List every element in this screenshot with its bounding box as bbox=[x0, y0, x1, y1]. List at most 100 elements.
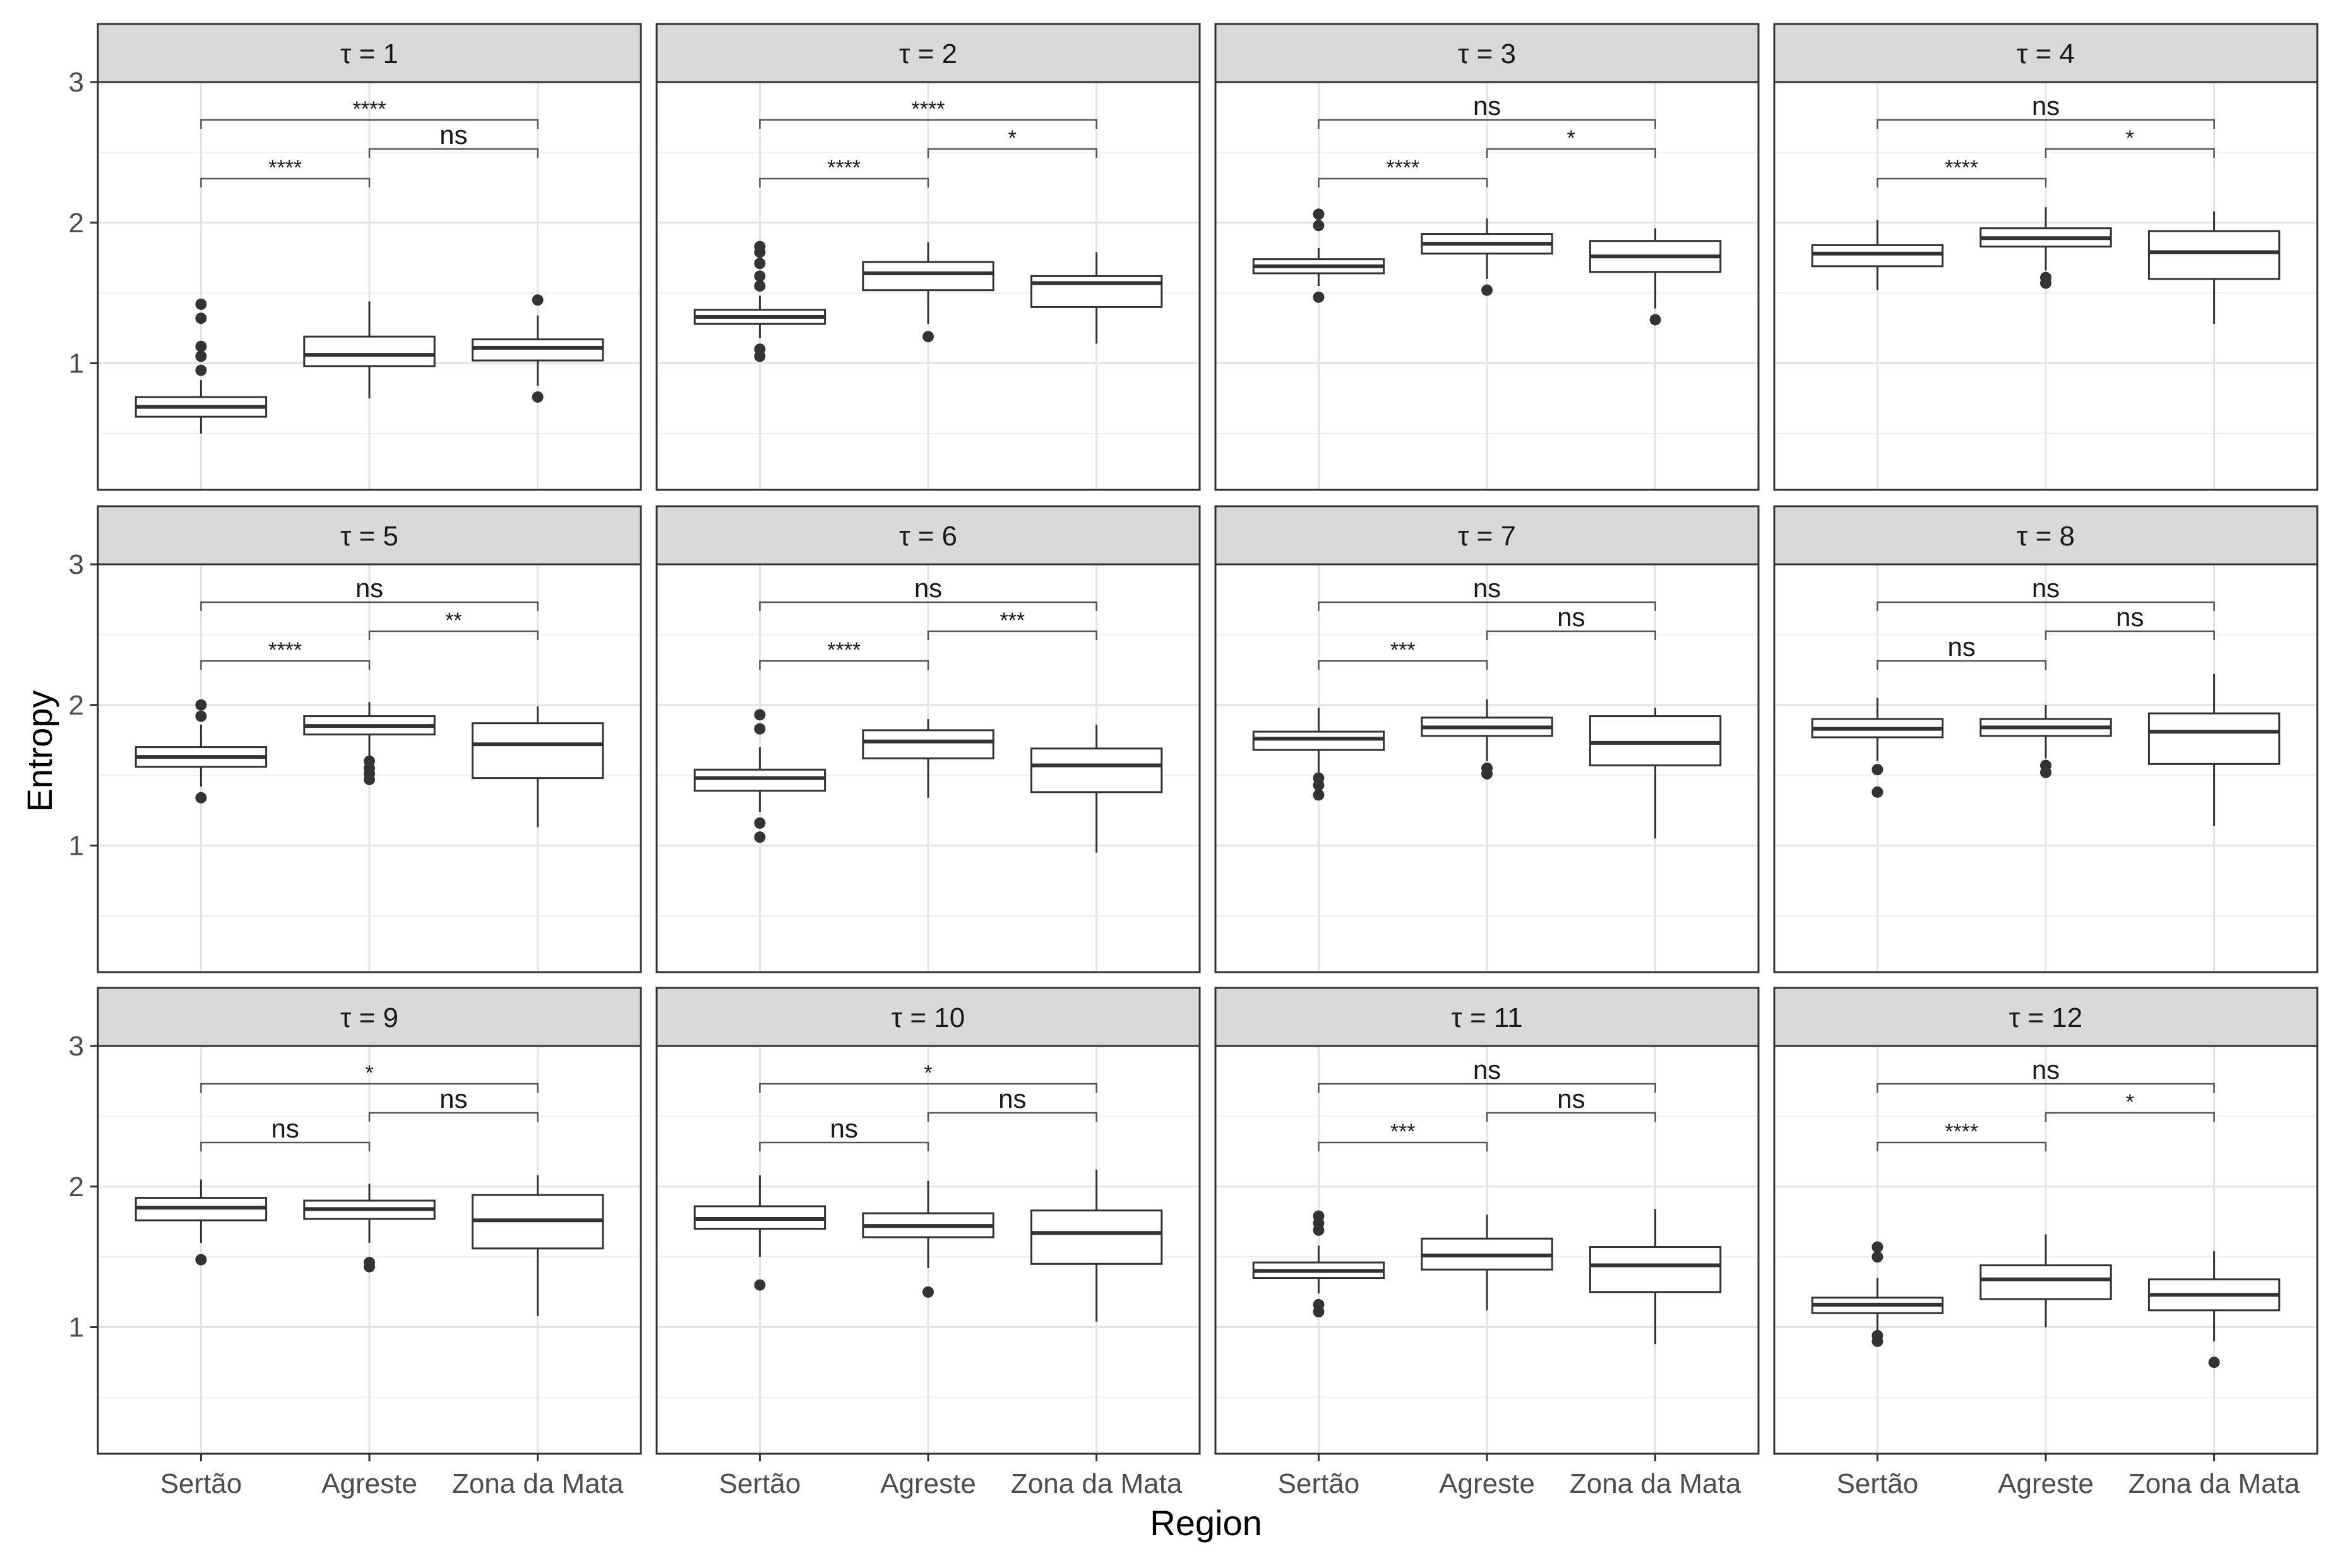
significance-bracket: ns bbox=[759, 573, 1097, 611]
facet-panel-3: τ = 3*****ns bbox=[1214, 23, 1760, 491]
outlier-point bbox=[754, 343, 766, 355]
bracket-label: ns bbox=[439, 120, 467, 150]
significance-bracket: * bbox=[2045, 1090, 2215, 1122]
bracket-line bbox=[759, 1083, 1097, 1093]
significance-bracket: ns bbox=[1877, 632, 2047, 670]
box-agreste bbox=[1979, 704, 2112, 778]
outlier-point bbox=[754, 831, 766, 843]
bracket-line bbox=[759, 177, 929, 187]
outlier-point bbox=[1871, 1241, 1883, 1253]
outlier-point bbox=[754, 817, 766, 829]
bracket-label: * bbox=[1008, 126, 1017, 150]
box-sert-o bbox=[1252, 1210, 1385, 1318]
iqr-box bbox=[1589, 1246, 1722, 1293]
bracket-line bbox=[1486, 148, 1656, 158]
box-zona-da-mata bbox=[2147, 1251, 2281, 1369]
bracket-line bbox=[1318, 1083, 1656, 1093]
outlier-point bbox=[754, 258, 766, 270]
outlier-point bbox=[195, 298, 207, 310]
box-agreste bbox=[1421, 218, 1553, 296]
x-tick-label: Zona da Mata bbox=[2128, 1468, 2300, 1499]
box-sert-o bbox=[693, 241, 827, 362]
bracket-line bbox=[200, 119, 539, 129]
box-sert-o bbox=[693, 1175, 827, 1291]
bracket-line bbox=[1877, 1083, 2215, 1093]
bracket-label: *** bbox=[1000, 609, 1025, 633]
iqr-box bbox=[1030, 1209, 1163, 1265]
panel-border bbox=[1214, 81, 1760, 491]
box-sert-o bbox=[693, 709, 827, 843]
bracket-label: ns bbox=[1473, 573, 1501, 603]
significance-bracket: ns bbox=[200, 573, 539, 611]
significance-bracket: ns bbox=[1877, 91, 2215, 129]
bracket-label: ns bbox=[1473, 91, 1501, 121]
bracket-line bbox=[1877, 660, 2047, 670]
iqr-box bbox=[1030, 275, 1163, 308]
outlier-point bbox=[754, 280, 766, 292]
bracket-line bbox=[368, 1112, 539, 1122]
facet-panel-1: τ = 1****ns****123 bbox=[69, 23, 642, 491]
bracket-label: **** bbox=[1386, 156, 1419, 180]
box-sert-o bbox=[1252, 708, 1385, 801]
x-tick-label: Zona da Mata bbox=[1570, 1468, 1741, 1499]
significance-bracket: ns bbox=[368, 120, 539, 158]
bracket-label: * bbox=[924, 1061, 932, 1085]
panel-border bbox=[97, 563, 642, 973]
significance-bracket: * bbox=[2045, 126, 2215, 158]
box-zona-da-mata bbox=[2147, 211, 2281, 324]
outlier-point bbox=[754, 1279, 766, 1291]
x-tick-label: Agreste bbox=[321, 1468, 417, 1499]
bracket-label: * bbox=[365, 1061, 373, 1085]
facet-strip bbox=[655, 505, 1201, 566]
box-agreste bbox=[1421, 1215, 1553, 1310]
iqr-box bbox=[1252, 730, 1385, 751]
facet-strip bbox=[1214, 23, 1760, 83]
bracket-label: ns bbox=[355, 573, 383, 603]
outlier-point bbox=[1649, 314, 1661, 326]
bracket-line bbox=[1877, 177, 2047, 187]
significance-bracket: * bbox=[200, 1061, 539, 1093]
facet-strip-label: τ = 2 bbox=[899, 39, 957, 69]
box-agreste bbox=[303, 702, 436, 785]
iqr-box bbox=[862, 261, 994, 292]
outlier-point bbox=[1481, 763, 1493, 774]
bracket-label: ns bbox=[1557, 1084, 1585, 1114]
bracket-line bbox=[1486, 1112, 1656, 1122]
bracket-label: ns bbox=[1473, 1055, 1501, 1084]
x-tick-label: Sertão bbox=[160, 1468, 242, 1499]
outlier-point bbox=[532, 294, 544, 306]
significance-bracket: ns bbox=[1318, 1055, 1656, 1093]
significance-bracket: ns bbox=[1318, 573, 1656, 611]
bracket-label: ns bbox=[272, 1114, 299, 1143]
significance-bracket: ns bbox=[368, 1084, 539, 1122]
outlier-point bbox=[1313, 772, 1325, 784]
bracket-line bbox=[1318, 601, 1656, 611]
outlier-point bbox=[195, 350, 207, 362]
facet-strip-label: τ = 12 bbox=[2009, 1002, 2082, 1033]
significance-bracket: **** bbox=[759, 156, 929, 187]
x-tick-label: Sertão bbox=[719, 1468, 801, 1499]
significance-bracket: ** bbox=[368, 609, 539, 640]
box-zona-da-mata bbox=[1030, 1170, 1163, 1322]
significance-bracket: ns bbox=[200, 1114, 371, 1151]
bracket-line bbox=[368, 148, 539, 158]
significance-bracket: **** bbox=[1877, 1120, 2047, 1151]
outlier-point bbox=[1313, 291, 1325, 303]
outlier-point bbox=[364, 1257, 375, 1269]
x-tick-label: Agreste bbox=[880, 1468, 976, 1499]
y-tick-label: 1 bbox=[69, 831, 84, 862]
outlier-point bbox=[195, 792, 207, 804]
facet-strip-label: τ = 1 bbox=[340, 39, 398, 69]
facet-strip bbox=[1214, 987, 1760, 1047]
significance-bracket: **** bbox=[759, 97, 1097, 129]
bracket-line bbox=[1318, 177, 1488, 187]
iqr-box bbox=[1979, 1264, 2112, 1300]
bracket-line bbox=[200, 1083, 539, 1093]
outlier-point bbox=[195, 312, 207, 324]
box-agreste bbox=[303, 301, 436, 399]
bracket-line bbox=[1318, 660, 1488, 670]
box-sert-o bbox=[134, 298, 268, 434]
